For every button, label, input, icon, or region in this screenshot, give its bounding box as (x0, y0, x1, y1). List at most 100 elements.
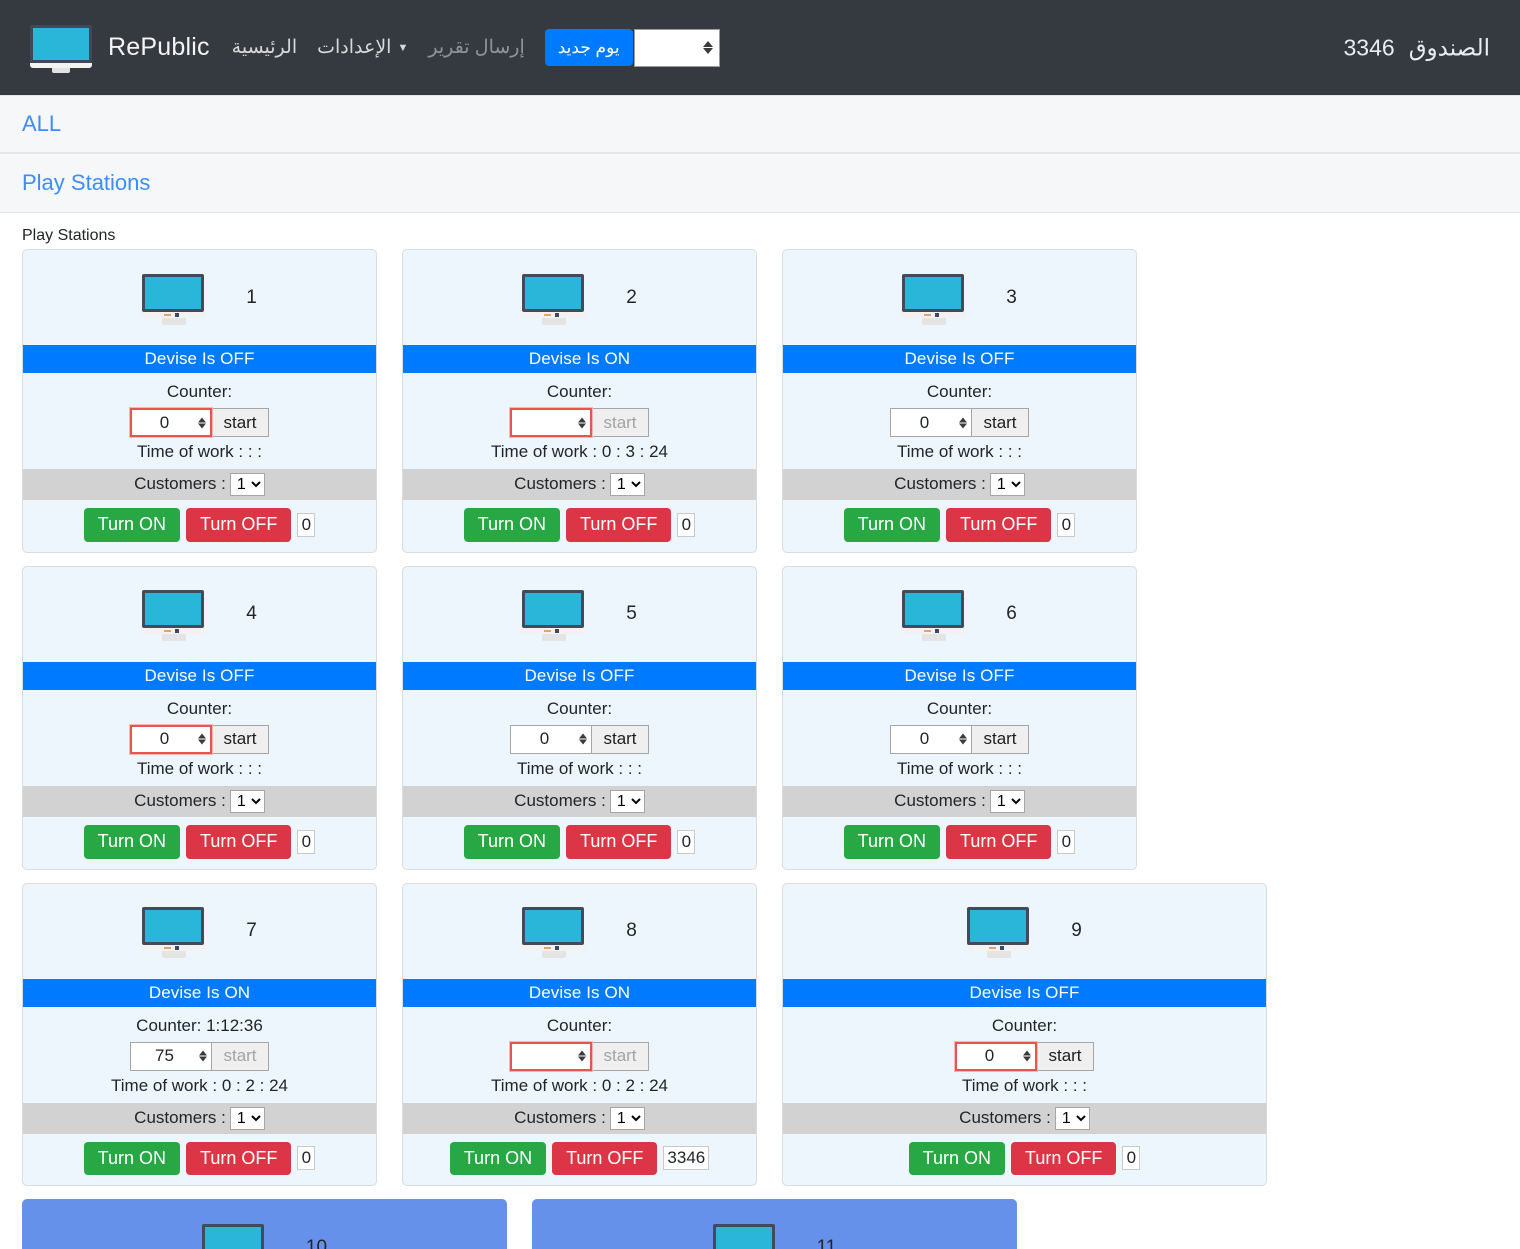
customers-select[interactable]: 1234 (609, 789, 645, 813)
turn-on-button[interactable]: Turn ON (83, 1141, 180, 1176)
status-badge: Devise Is ON (403, 345, 756, 373)
brand-name[interactable]: RePublic (108, 33, 210, 61)
nav-link-home[interactable]: الرئيسية (231, 37, 298, 58)
counter-spinner[interactable] (196, 730, 207, 749)
start-button[interactable]: start (1037, 1041, 1094, 1071)
start-button[interactable]: start (212, 724, 269, 754)
start-button[interactable]: start (972, 724, 1029, 754)
turn-on-button[interactable]: Turn ON (843, 824, 940, 859)
counter-label: Counter: 1:12:36 (136, 1015, 263, 1035)
turn-off-button[interactable]: Turn OFF (186, 824, 292, 859)
customers-select[interactable]: 1234 (229, 789, 265, 813)
turn-off-button[interactable]: Turn OFF (946, 824, 1052, 859)
customers-select[interactable]: 1234 (1054, 1106, 1090, 1130)
counter-input-wrap[interactable] (890, 724, 973, 754)
counter-input[interactable] (957, 1043, 1036, 1069)
customers-select[interactable]: 1234 (609, 1106, 645, 1130)
turn-on-button[interactable]: Turn ON (843, 508, 940, 542)
counter-input-wrap[interactable] (510, 408, 593, 437)
start-button[interactable]: start (212, 1041, 269, 1071)
counter-input[interactable] (512, 410, 591, 435)
turn-on-button[interactable]: Turn ON (463, 508, 560, 542)
nav-link-settings[interactable]: الإعدادات▼ (317, 36, 408, 59)
counter-input[interactable] (891, 409, 972, 436)
turn-off-button[interactable]: Turn OFF (186, 1141, 292, 1176)
counter-input[interactable] (132, 410, 211, 435)
counter-spinner[interactable] (196, 413, 207, 432)
customers-select[interactable]: 1234 (229, 1106, 265, 1130)
turn-on-button[interactable]: Turn ON (463, 824, 560, 859)
counter-spinner[interactable] (957, 730, 968, 749)
counter-input[interactable] (131, 1042, 212, 1070)
counter-spinner[interactable] (576, 1047, 587, 1066)
start-button[interactable]: start (212, 408, 269, 437)
counter-spinner[interactable] (576, 413, 587, 432)
counter-spinner[interactable] (1021, 1047, 1032, 1066)
counter-spinner[interactable] (197, 1047, 208, 1066)
counter-input-wrap[interactable] (510, 1041, 593, 1071)
time-of-work-label: Time of work : : : (896, 442, 1022, 461)
turn-off-button[interactable]: Turn OFF (186, 508, 292, 542)
turn-on-button[interactable]: Turn ON (908, 1141, 1005, 1176)
counter-input-wrap[interactable] (130, 408, 213, 437)
start-button[interactable]: start (592, 724, 649, 754)
counter-row: start (23, 724, 376, 754)
status-badge: Devise Is OFF (783, 661, 1136, 690)
counter-input-wrap[interactable] (510, 724, 593, 754)
counter-input[interactable] (891, 725, 972, 753)
counter-input-wrap[interactable] (130, 1041, 213, 1071)
turn-off-button[interactable]: Turn OFF (946, 508, 1052, 542)
day-number-input-wrap[interactable] (633, 28, 720, 67)
customers-select[interactable]: 1234 (989, 789, 1025, 813)
counter-row: start (403, 724, 756, 754)
counter-input-wrap[interactable] (890, 408, 973, 437)
turn-off-button[interactable]: Turn OFF (1011, 1141, 1117, 1176)
counter-input-wrap[interactable] (955, 1041, 1038, 1071)
start-button[interactable]: start (592, 408, 649, 437)
station-card-top: 6 (783, 567, 1136, 662)
turn-off-button[interactable]: Turn OFF (552, 1141, 658, 1176)
monitor-icon (520, 273, 587, 325)
customers-select[interactable]: 1234 (609, 473, 645, 496)
panel-play-stations-header[interactable]: Play Stations (22, 170, 151, 195)
counter-input-wrap[interactable] (130, 724, 213, 754)
turn-on-button[interactable]: Turn ON (83, 824, 180, 859)
turn-on-button[interactable]: Turn ON (83, 508, 180, 542)
counter-spinner[interactable] (577, 730, 588, 749)
panel-all-header[interactable]: ALL (22, 111, 62, 136)
turn-off-button[interactable]: Turn OFF (566, 508, 672, 542)
counter-label: Counter: (546, 382, 613, 401)
time-of-work-label: Time of work : : : (961, 1075, 1087, 1095)
counter-input[interactable] (132, 726, 211, 752)
start-button[interactable]: start (592, 1041, 649, 1071)
customers-select[interactable]: 1234 (229, 473, 265, 496)
turn-on-button[interactable]: Turn ON (449, 1141, 547, 1176)
day-number-input[interactable] (634, 29, 719, 66)
turn-off-button[interactable]: Turn OFF (566, 824, 672, 859)
counter-spinner[interactable] (957, 413, 968, 432)
navbar-left-group: RePublic الرئيسية الإعدادات▼ إرسال تقرير… (30, 24, 720, 73)
day-number-spinner[interactable] (702, 37, 715, 59)
counter-input[interactable] (511, 725, 592, 753)
new-day-button[interactable]: يوم جديد (544, 28, 633, 67)
customers-label: Customers : (514, 474, 606, 493)
customers-select[interactable]: 1234 (989, 473, 1025, 496)
counter-input[interactable] (512, 1043, 591, 1069)
start-button[interactable]: start (972, 408, 1029, 437)
nav-link-send-report[interactable]: إرسال تقرير (428, 37, 525, 58)
customers-row: Customers :1234 (403, 785, 756, 817)
